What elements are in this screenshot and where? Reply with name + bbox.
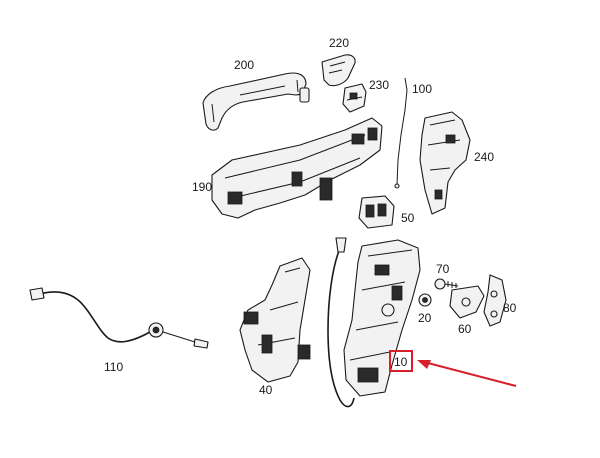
part-40-mounting-bracket	[239, 257, 311, 383]
callout-190: 190	[192, 180, 212, 194]
callout-230: 230	[369, 78, 389, 92]
callout-50: 50	[401, 211, 415, 225]
part-20-nut	[418, 293, 432, 307]
part-10-door-lock	[343, 239, 421, 397]
highlight-arrow	[417, 360, 517, 387]
part-110-bowden-cable	[29, 287, 209, 349]
callout-10: 10	[394, 355, 408, 369]
part-60-striker	[449, 285, 485, 319]
highlight-box	[389, 350, 413, 372]
callout-240: 240	[474, 150, 494, 164]
part-70-bolt	[434, 278, 459, 290]
callout-220: 220	[329, 36, 349, 50]
callout-110: 110	[104, 360, 123, 374]
part-80-latch-plate	[483, 274, 507, 327]
part-230-cylinder-housing	[342, 83, 367, 113]
callout-70: 70	[436, 262, 450, 276]
callout-20: 20	[418, 311, 432, 325]
callout-60: 60	[458, 322, 472, 336]
callout-200: 200	[234, 58, 254, 72]
part-50-connector	[358, 195, 395, 229]
callout-100: 100	[412, 82, 432, 96]
part-220-cover-cap	[321, 54, 356, 87]
callout-80: 80	[503, 301, 517, 315]
callout-40: 40	[259, 383, 273, 397]
part-100-rod	[394, 77, 408, 189]
part-190-handle-carrier	[211, 117, 383, 219]
part-240-bracket	[419, 111, 471, 215]
lock-cable	[327, 237, 355, 408]
part-200-outer-handle	[202, 72, 310, 131]
